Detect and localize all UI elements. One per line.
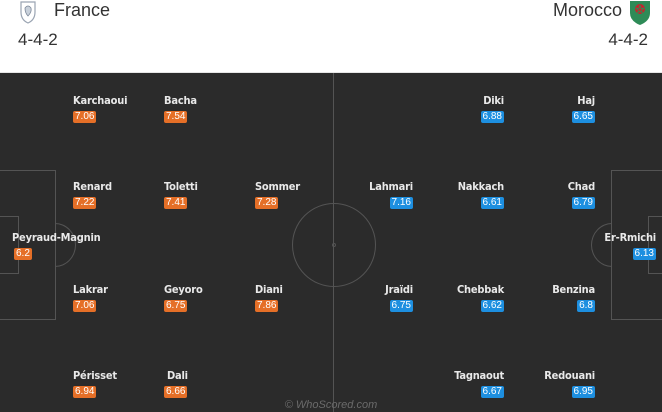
player-sommer[interactable]: Sommer 7.28 [255,180,335,220]
player-rating: 6.75 [164,300,188,312]
player-haj[interactable]: Haj 6.65 [515,94,595,134]
player-rating: 6.13 [632,248,656,260]
player-rating: 7.41 [164,197,188,209]
player-name: Diki [483,94,504,107]
player-rating: 7.86 [255,300,279,312]
player-name: Diani [255,283,283,296]
player-rating: 7.06 [73,300,97,312]
morocco-crest-icon [630,1,650,25]
player-name: Bacha [164,94,197,107]
player-rating: 6.94 [73,386,97,398]
player-rating: 7.16 [389,197,413,209]
player-er-rmichi[interactable]: Er-Rmichi 6.13 [576,231,656,271]
player-rating: 7.22 [73,197,97,209]
player-benzina[interactable]: Benzina 6.8 [515,283,595,323]
player-rating: 6.62 [480,300,504,312]
away-six-yard-box [648,216,662,274]
player-nakkach[interactable]: Nakkach 6.61 [424,180,504,220]
away-formation: 4-4-2 [608,30,648,49]
player-dali[interactable]: Dali 6.66 [164,369,244,409]
centre-spot [332,243,336,247]
player-rating: 6.79 [571,197,595,209]
player-rating: 7.54 [164,111,188,123]
player-rating: 7.28 [255,197,279,209]
player-rating: 6.75 [389,300,413,312]
centre-circle [292,203,376,287]
player-name: Nakkach [457,180,505,193]
player-redouani[interactable]: Redouani 6.95 [515,369,595,409]
player-name: Geyoro [164,283,203,296]
match-header: France 4-4-2 Morocco 4-4-2 [0,0,662,73]
player-rating: 6.65 [571,111,595,123]
player-name: Chebbak [456,283,504,296]
player-geyoro[interactable]: Geyoro 6.75 [164,283,244,323]
player-karchaoui[interactable]: Karchaoui 7.06 [73,94,153,134]
player-name: Jraïdi [385,283,413,296]
player-tagnaout[interactable]: Tagnaout 6.67 [424,369,504,409]
player-bacha[interactable]: Bacha 7.54 [164,94,244,134]
player-name: Lahmari [369,180,413,193]
player-rating: 6.2 [14,248,32,260]
player-name: Chad [567,180,595,193]
player-name: Tagnaout [454,369,504,382]
player-name: Karchaoui [73,94,128,107]
player-name: Benzina [552,283,595,296]
player-name: Redouani [544,369,595,382]
home-formation: 4-4-2 [18,30,58,49]
player-name: Lakrar [73,283,108,296]
player-chad[interactable]: Chad 6.79 [515,180,595,220]
player-name: Renard [73,180,112,193]
player-name: Sommer [255,180,300,193]
rooster-crest-icon [20,1,36,24]
player-name: Périsset [73,369,117,382]
player-name: Peyraud-Magnin [12,231,101,244]
away-team-name[interactable]: Morocco [552,0,622,20]
player-jraidi[interactable]: Jraïdi 6.75 [333,283,413,323]
home-team-name[interactable]: France [54,0,111,20]
player-rating: 7.06 [73,111,97,123]
player-peyraud-magnin[interactable]: Peyraud-Magnin 6.2 [12,231,112,271]
player-lahmari[interactable]: Lahmari 7.16 [333,180,413,220]
pitch [0,73,662,412]
player-rating: 6.66 [164,386,188,398]
player-toletti[interactable]: Toletti 7.41 [164,180,244,220]
player-name: Er-Rmichi [604,231,656,244]
player-name: Dali [167,369,188,382]
player-name: Toletti [164,180,198,193]
player-rating: 6.67 [480,386,504,398]
player-renard[interactable]: Renard 7.22 [73,180,153,220]
player-name: Haj [577,94,595,107]
player-rating: 6.88 [480,111,504,123]
player-rating: 6.95 [571,386,595,398]
player-chebbak[interactable]: Chebbak 6.62 [424,283,504,323]
player-rating: 6.8 [577,300,595,312]
player-diani[interactable]: Diani 7.86 [255,283,335,323]
player-rating: 6.61 [480,197,504,209]
watermark: © WhoScored.com [284,399,378,411]
player-lakrar[interactable]: Lakrar 7.06 [73,283,153,323]
home-six-yard-box [0,216,19,274]
player-diki[interactable]: Diki 6.88 [424,94,504,134]
player-perisset[interactable]: Périsset 6.94 [73,369,153,409]
